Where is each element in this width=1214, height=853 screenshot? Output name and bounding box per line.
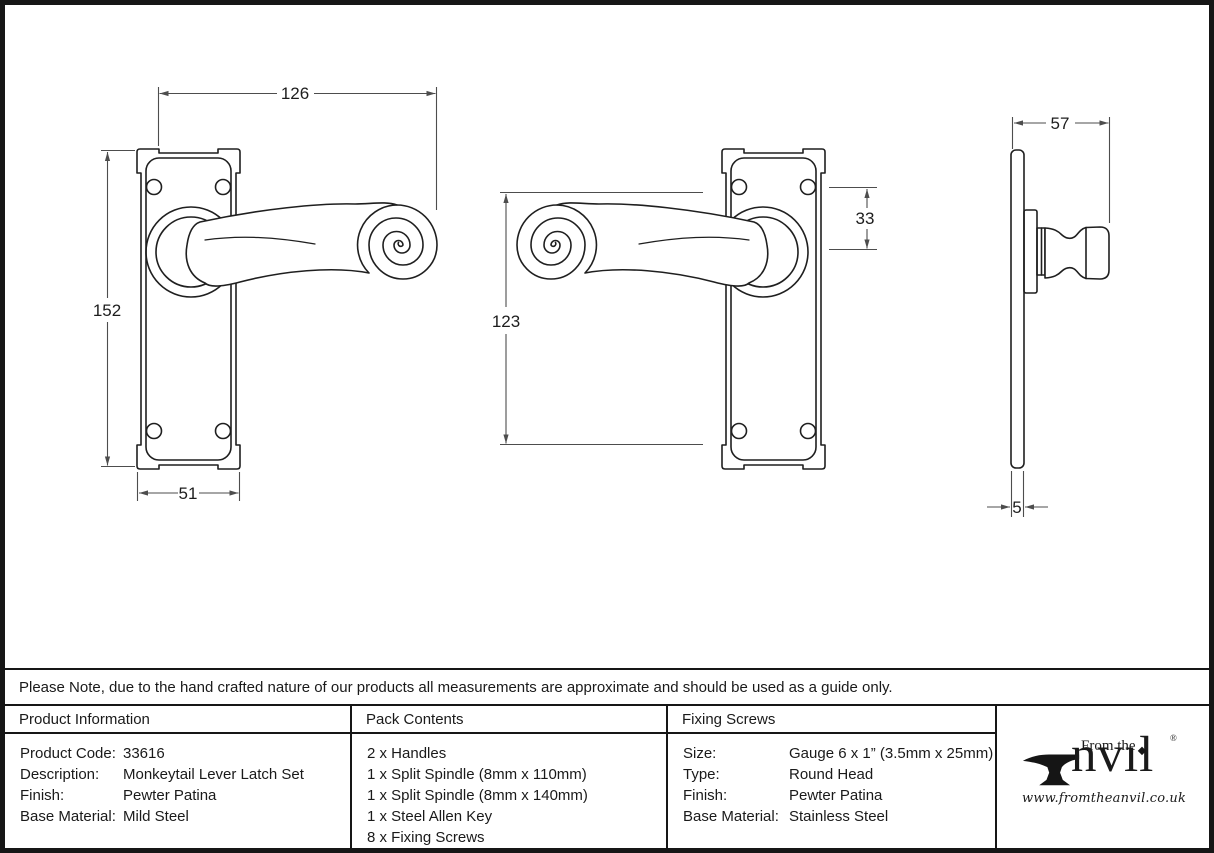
rose-profile <box>1023 209 1038 294</box>
dim-plate-width: 51 <box>179 484 198 503</box>
lever-arm <box>556 202 769 287</box>
row-value: Mild Steel <box>123 808 189 825</box>
table-row: Product Code: 33616 <box>20 743 342 764</box>
row-value: 33616 <box>123 745 165 762</box>
registered-mark: ® <box>1170 732 1177 743</box>
lever-arm <box>185 202 398 287</box>
lever-latch-technical-drawing: 126 152 51 123 33 57 5 <box>93 84 1111 517</box>
row-value: Round Head <box>789 766 874 783</box>
dim-lever-offset: 33 <box>856 209 875 228</box>
row-label: Description: <box>20 766 100 783</box>
front-view-left-handle <box>516 202 809 298</box>
screw-hole <box>145 422 163 440</box>
technical-drawing-area: 126 152 51 123 33 57 5 <box>5 5 1209 668</box>
header-fixing-screws: Fixing Screws <box>668 706 997 734</box>
dim-lever-height: 123 <box>492 312 520 331</box>
table-row: Description: Monkeytail Lever Latch Set <box>20 764 342 785</box>
front-view-right-handle <box>145 202 438 298</box>
row-label: Base Material: <box>20 808 116 825</box>
screw-hole <box>214 422 232 440</box>
header-pack-contents: Pack Contents <box>352 706 668 734</box>
pack-contents-cell: 2 x Handles 1 x Split Spindle (8mm x 110… <box>352 734 668 848</box>
side-profile-view <box>1010 149 1110 469</box>
product-information-cell: Product Code: 33616 Description: Monkeyt… <box>5 734 352 848</box>
row-label: Finish: <box>20 787 65 804</box>
row-label: Type: <box>683 766 720 783</box>
fixing-screws-cell: Size: Gauge 6 x 1” (3.5mm x 25mm) Type: … <box>668 734 997 848</box>
list-item: 1 x Steel Allen Key <box>367 808 493 825</box>
brand-name-text: nvıl <box>1071 726 1155 783</box>
monkeytail-spiral <box>516 204 586 280</box>
row-value: Monkeytail Lever Latch Set <box>123 766 304 783</box>
pack-contents-list: 2 x Handles 1 x Split Spindle (8mm x 110… <box>367 743 658 848</box>
row-label: Size: <box>683 745 717 762</box>
table-row: Finish: Pewter Patina <box>683 785 987 806</box>
spec-table: Product Information Pack Contents Fixing… <box>5 706 1209 848</box>
table-row: Size: Gauge 6 x 1” (3.5mm x 25mm) <box>683 743 993 764</box>
dimension-labels: 126 152 51 123 33 57 5 <box>93 84 1070 517</box>
screw-hole <box>214 178 232 196</box>
row-label: Product Code: <box>20 745 116 762</box>
dim-projection: 57 <box>1051 114 1070 133</box>
row-value: Pewter Patina <box>789 787 883 804</box>
row-label: Base Material: <box>683 808 779 825</box>
backplate-outline-right <box>721 148 826 470</box>
row-value: Pewter Patina <box>123 787 217 804</box>
list-item: 2 x Handles <box>367 745 447 762</box>
screw-hole <box>145 178 163 196</box>
table-row: Base Material: Mild Steel <box>20 806 342 827</box>
table-row: Base Material: Stainless Steel <box>683 806 987 827</box>
list-item: 1 x Split Spindle (8mm x 140mm) <box>367 787 588 804</box>
row-value: Stainless Steel <box>789 808 889 825</box>
brand-url: www.fromtheanvil.co.uk <box>1022 790 1187 806</box>
lever-detail-line <box>204 236 316 245</box>
from-the-anvil-logo: nvıl From the ® www.fromtheanvil.co.uk <box>1022 727 1187 813</box>
header-product-information: Product Information <box>5 706 352 734</box>
list-item: 1 x Split Spindle (8mm x 110mm) <box>367 766 587 783</box>
brand-logo-cell: nvıl From the ® www.fromtheanvil.co.uk <box>997 706 1209 848</box>
anvil-icon <box>1022 754 1080 786</box>
lever-detail-line <box>638 236 750 245</box>
table-row: Type: Round Head <box>683 764 987 785</box>
measurement-note-row: Please Note, due to the hand crafted nat… <box>5 668 1209 706</box>
brand-prefix-text: From the <box>1081 737 1136 754</box>
monkeytail-spiral <box>368 204 438 280</box>
list-item: 8 x Fixing Screws <box>367 829 485 846</box>
row-label: Finish: <box>683 787 728 804</box>
row-value: Gauge 6 x 1” (3.5mm x 25mm) <box>789 745 994 762</box>
plate-profile <box>1010 149 1025 469</box>
dim-plate-height: 152 <box>93 301 121 320</box>
dim-plate-thickness: 5 <box>1012 498 1021 517</box>
backplate-outline <box>136 148 241 470</box>
table-row: Finish: Pewter Patina <box>20 785 342 806</box>
lever-profile <box>1044 226 1110 280</box>
dimension-lines <box>101 87 1111 517</box>
dim-overall-width: 126 <box>281 84 309 103</box>
measurement-note-text: Please Note, due to the hand crafted nat… <box>19 678 893 696</box>
